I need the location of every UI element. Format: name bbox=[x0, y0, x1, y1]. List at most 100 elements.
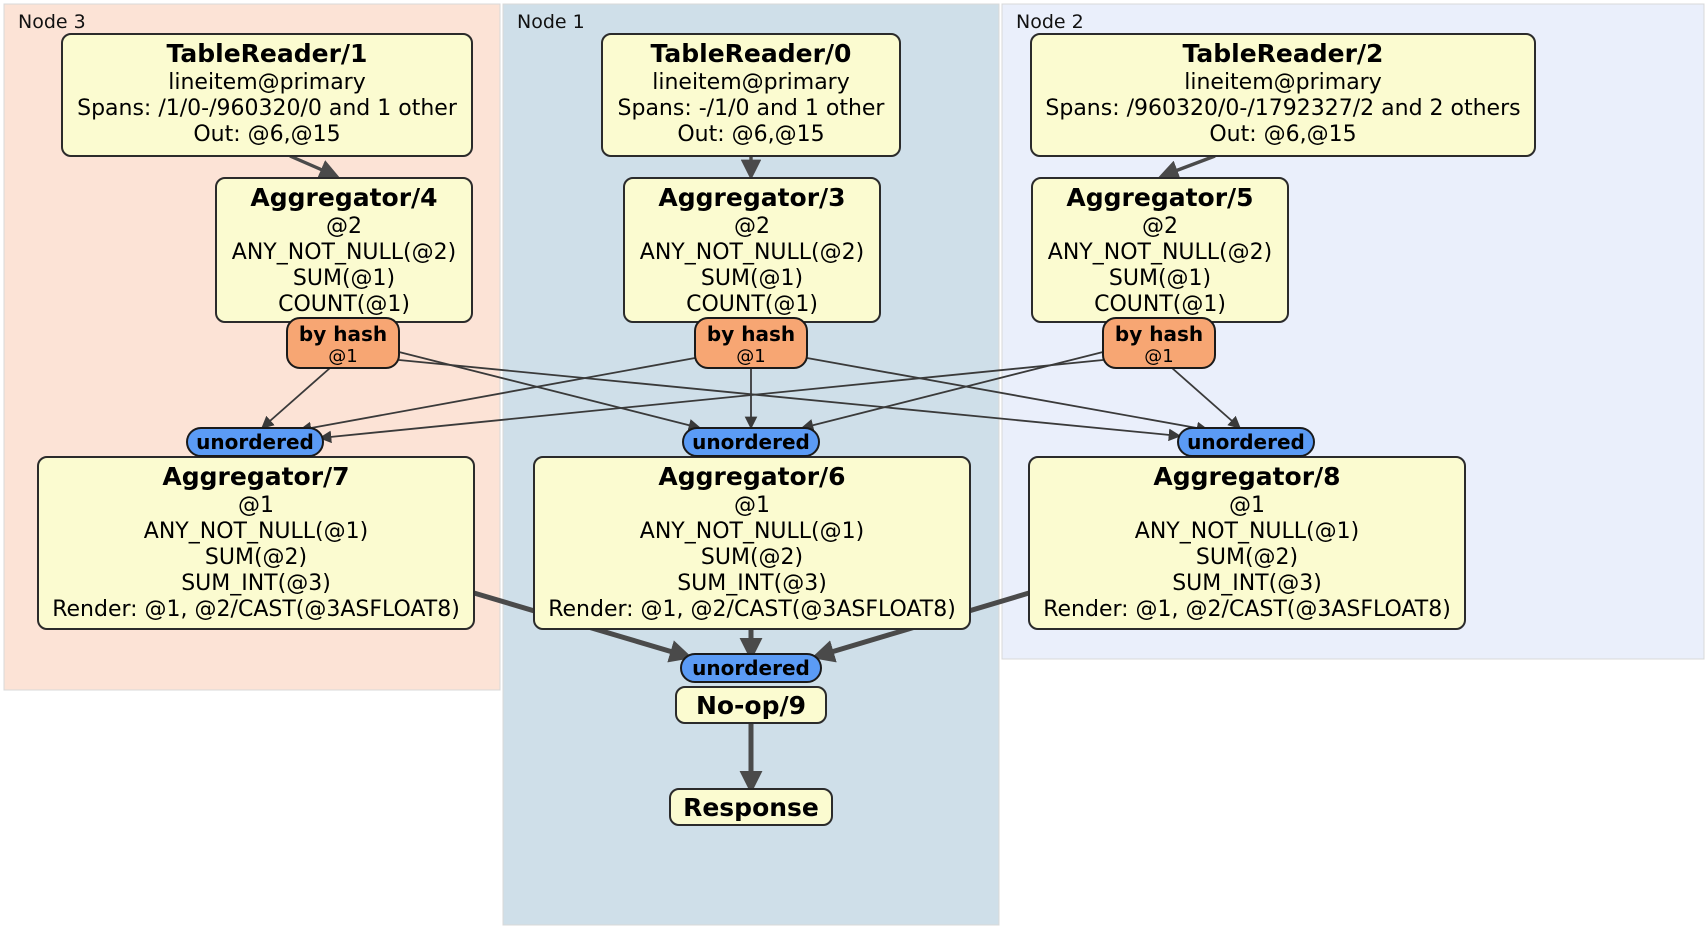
processor-box[interactable] bbox=[61, 33, 473, 157]
node-panel-label: Node 1 bbox=[517, 11, 585, 33]
processor-title: Aggregator/6 bbox=[658, 462, 845, 491]
processor-detail-line: COUNT(@1) bbox=[278, 292, 410, 317]
processor-response[interactable]: Response bbox=[669, 788, 833, 826]
processor-title: Aggregator/4 bbox=[250, 183, 437, 212]
edge-router-4-to-sync-8 bbox=[398, 359, 1182, 442]
router-pill[interactable] bbox=[286, 317, 400, 369]
router-pill[interactable] bbox=[694, 317, 808, 369]
processor-detail-line: ANY_NOT_NULL(@1) bbox=[640, 519, 864, 544]
processor-detail-line: ANY_NOT_NULL(@1) bbox=[144, 519, 368, 544]
processor-detail-line: @2 bbox=[1142, 214, 1178, 239]
processor-title: Response bbox=[683, 793, 819, 822]
output-router-router-5[interactable]: by hash@1 bbox=[1102, 317, 1216, 369]
synchronizers-layer: unordered unordered unordered unordered bbox=[186, 427, 1315, 683]
processor-detail-line: SUM(@2) bbox=[701, 545, 803, 570]
processor-box[interactable] bbox=[1030, 33, 1536, 157]
processor-detail-line: lineitem@primary bbox=[1184, 70, 1382, 95]
edge-tablereader-2-to-aggregator-5 bbox=[1158, 154, 1216, 180]
processor-detail-line: Spans: -/1/0 and 1 other bbox=[618, 96, 886, 121]
processor-aggregator-6[interactable]: Aggregator/6@1ANY_NOT_NULL(@1)SUM(@2)SUM… bbox=[533, 456, 971, 630]
input-synchronizer-sync-7[interactable]: unordered bbox=[186, 427, 324, 457]
synchronizer-pill[interactable] bbox=[186, 427, 324, 457]
processor-title: TableReader/0 bbox=[651, 39, 852, 68]
synchronizer-label: unordered bbox=[196, 430, 314, 454]
router-label: by hash bbox=[299, 322, 387, 346]
processor-detail-line: COUNT(@1) bbox=[1094, 292, 1226, 317]
synchronizer-label: unordered bbox=[1187, 430, 1305, 454]
processor-detail-line: Out: @6,@15 bbox=[1209, 122, 1356, 147]
processor-title: Aggregator/7 bbox=[162, 462, 349, 491]
processor-detail-line: Render: @1, @2/CAST(@3ASFLOAT8) bbox=[548, 597, 956, 622]
routers-layer: by hash@1by hash@1by hash@1 bbox=[286, 317, 1216, 369]
processor-title: Aggregator/8 bbox=[1153, 462, 1340, 491]
processor-title: Aggregator/3 bbox=[658, 183, 845, 212]
processor-detail-line: SUM(@1) bbox=[701, 266, 803, 291]
processor-title: TableReader/1 bbox=[167, 39, 368, 68]
processor-detail-line: @2 bbox=[734, 214, 770, 239]
processor-aggregator-5[interactable]: Aggregator/5@2ANY_NOT_NULL(@2)SUM(@1)COU… bbox=[1031, 177, 1289, 323]
processor-title: Aggregator/5 bbox=[1066, 183, 1253, 212]
processor-detail-line: ANY_NOT_NULL(@1) bbox=[1135, 519, 1359, 544]
processor-detail-line: Out: @6,@15 bbox=[193, 122, 340, 147]
processor-detail-line: SUM(@2) bbox=[1196, 545, 1298, 570]
processor-detail-line: SUM(@1) bbox=[293, 266, 395, 291]
output-router-router-4[interactable]: by hash@1 bbox=[286, 317, 400, 369]
edge-tablereader-1-to-aggregator-4 bbox=[289, 154, 340, 179]
processor-detail-line: COUNT(@1) bbox=[686, 292, 818, 317]
node-panel-label: Node 3 bbox=[18, 11, 86, 33]
edge-router-4-to-sync-7 bbox=[261, 367, 331, 429]
processor-detail-line: ANY_NOT_NULL(@2) bbox=[1048, 240, 1272, 265]
edge-router-3-to-sync-8 bbox=[806, 357, 1210, 435]
processor-detail-line: @2 bbox=[326, 214, 362, 239]
processor-detail-line: Spans: /960320/0-/1792327/2 and 2 others bbox=[1045, 96, 1520, 121]
processor-detail-line: @1 bbox=[734, 493, 770, 518]
processor-aggregator-4[interactable]: Aggregator/4@2ANY_NOT_NULL(@2)SUM(@1)COU… bbox=[215, 177, 473, 323]
processor-detail-line: ANY_NOT_NULL(@2) bbox=[640, 240, 864, 265]
router-sublabel: @1 bbox=[1144, 346, 1173, 367]
processor-detail-line: Spans: /1/0-/960320/0 and 1 other bbox=[77, 96, 458, 121]
processor-detail-line: @1 bbox=[238, 493, 274, 518]
processor-detail-line: SUM_INT(@3) bbox=[181, 571, 331, 596]
processor-detail-line: SUM_INT(@3) bbox=[1172, 571, 1322, 596]
processor-detail-line: lineitem@primary bbox=[168, 70, 366, 95]
input-synchronizer-sync-6[interactable]: unordered bbox=[682, 427, 820, 457]
processor-detail-line: ANY_NOT_NULL(@2) bbox=[232, 240, 456, 265]
processor-box[interactable] bbox=[601, 33, 901, 157]
synchronizer-label: unordered bbox=[692, 430, 810, 454]
node-panel-label: Node 2 bbox=[1016, 11, 1084, 33]
processor-detail-line: Render: @1, @2/CAST(@3ASFLOAT8) bbox=[1043, 597, 1451, 622]
processor-detail-line: SUM(@1) bbox=[1109, 266, 1211, 291]
synchronizer-pill[interactable] bbox=[680, 653, 822, 683]
processor-aggregator-7[interactable]: Aggregator/7@1ANY_NOT_NULL(@1)SUM(@2)SUM… bbox=[37, 456, 475, 630]
processor-aggregator-3[interactable]: Aggregator/3@2ANY_NOT_NULL(@2)SUM(@1)COU… bbox=[623, 177, 881, 323]
processor-box[interactable] bbox=[669, 788, 833, 826]
synchronizer-label: unordered bbox=[692, 656, 810, 680]
processor-detail-line: Render: @1, @2/CAST(@3ASFLOAT8) bbox=[52, 597, 460, 622]
processor-title: No-op/9 bbox=[696, 691, 806, 720]
output-router-router-3[interactable]: by hash@1 bbox=[694, 317, 808, 369]
processor-title: TableReader/2 bbox=[1183, 39, 1384, 68]
processor-box[interactable] bbox=[675, 686, 827, 724]
router-pill[interactable] bbox=[1102, 317, 1216, 369]
router-label: by hash bbox=[1115, 322, 1203, 346]
synchronizer-pill[interactable] bbox=[682, 427, 820, 457]
edge-router-5-to-sync-6 bbox=[800, 351, 1104, 432]
edge-router-5-to-sync-8 bbox=[1171, 367, 1241, 429]
processor-detail-line: SUM(@2) bbox=[205, 545, 307, 570]
processor-aggregator-8[interactable]: Aggregator/8@1ANY_NOT_NULL(@1)SUM(@2)SUM… bbox=[1028, 456, 1466, 630]
edge-router-3-to-sync-7 bbox=[298, 357, 696, 435]
processor-noop-9[interactable]: No-op/9 bbox=[675, 686, 827, 724]
router-sublabel: @1 bbox=[736, 346, 765, 367]
processor-detail-line: lineitem@primary bbox=[652, 70, 850, 95]
input-synchronizer-sync-8[interactable]: unordered bbox=[1177, 427, 1315, 457]
synchronizer-pill[interactable] bbox=[1177, 427, 1315, 457]
router-sublabel: @1 bbox=[328, 346, 357, 367]
processor-detail-line: @1 bbox=[1229, 493, 1265, 518]
input-synchronizer-sync-9[interactable]: unordered bbox=[680, 653, 822, 683]
